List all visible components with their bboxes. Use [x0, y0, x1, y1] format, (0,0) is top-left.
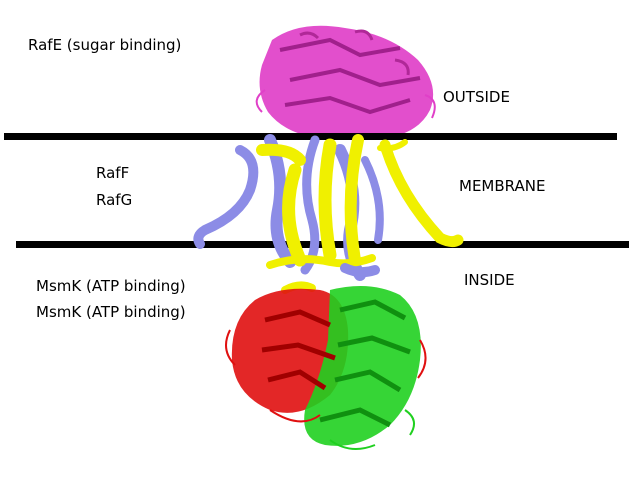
rafe-label: RafE (sugar binding)	[28, 36, 182, 54]
raff-label: RafF	[96, 164, 130, 182]
msmk-label-1: MsmK (ATP binding)	[36, 277, 186, 295]
membrane-label: MEMBRANE	[459, 177, 546, 195]
rafe-domain	[255, 25, 436, 140]
outer-membrane-line	[4, 133, 617, 140]
rafg-label: RafG	[96, 191, 133, 209]
raff-rafg-domain	[193, 134, 464, 294]
msmk-domains	[225, 286, 427, 450]
msmk-label-2: MsmK (ATP binding)	[36, 303, 186, 321]
inside-label: INSIDE	[464, 271, 515, 289]
outside-label: OUTSIDE	[443, 88, 510, 106]
